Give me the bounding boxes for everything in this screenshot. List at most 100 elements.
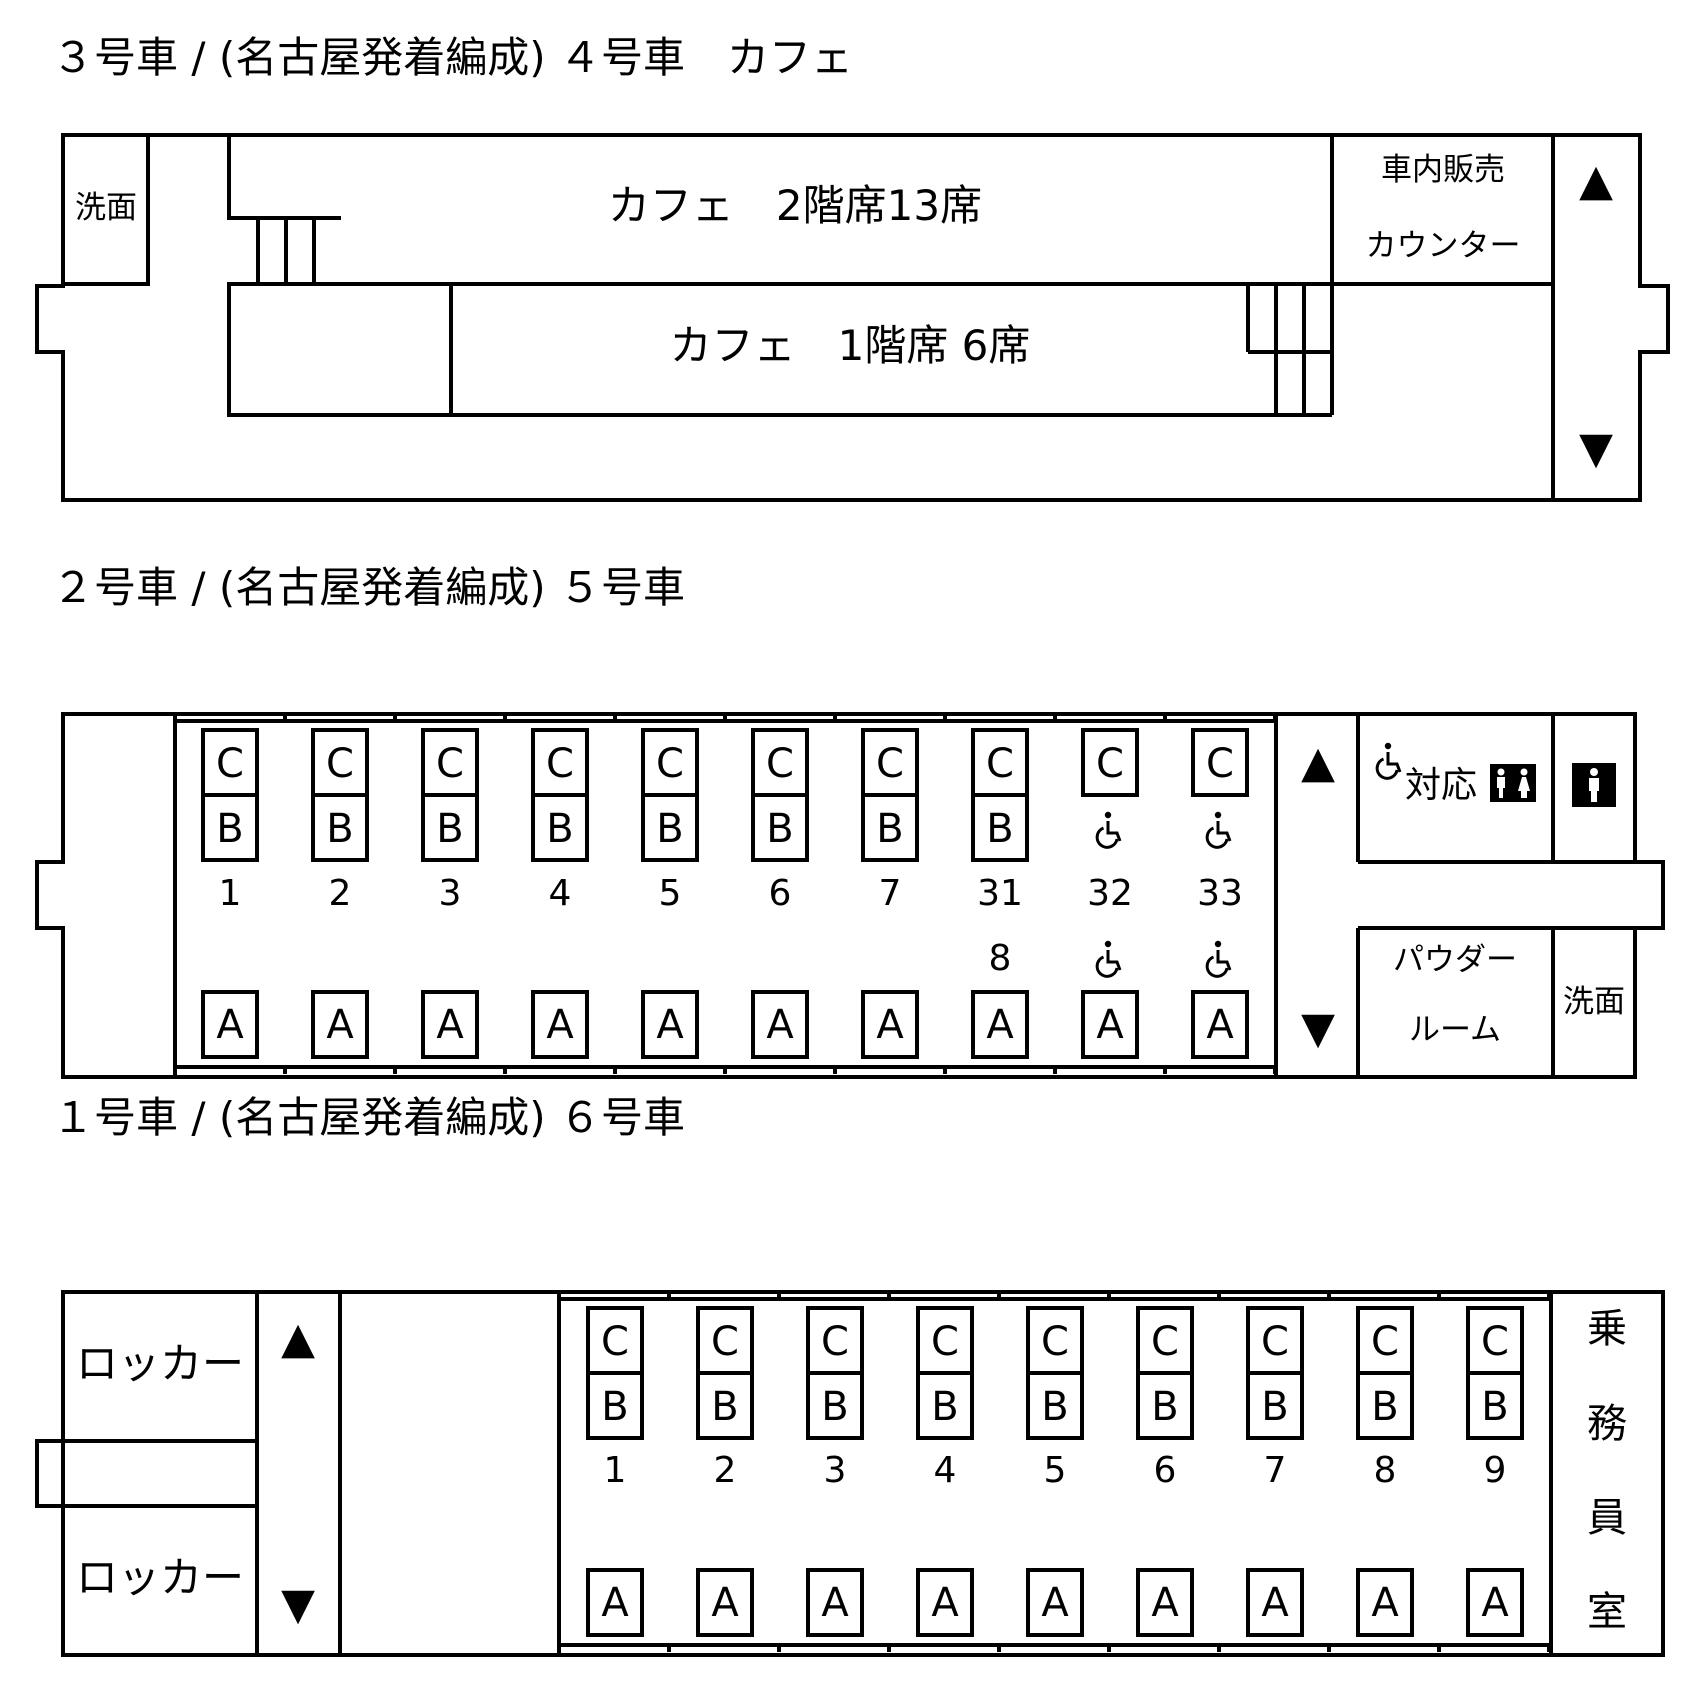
row-number: 31 <box>977 873 1023 914</box>
crew-room-label: 乗 務 員 室 <box>1587 1306 1627 1635</box>
row-number: 6 <box>1154 1450 1177 1491</box>
seat-b-label: B <box>1151 1384 1178 1430</box>
seat-a-label: A <box>931 1580 959 1626</box>
car-1-title: １号車 / (名古屋発着編成) ６号車 <box>52 1093 685 1142</box>
row-number: 2 <box>329 873 352 914</box>
seat-c-label: C <box>1206 741 1234 787</box>
seat-b <box>1246 1371 1304 1440</box>
seat-c-label: C <box>1481 1319 1509 1365</box>
seat-b-label: B <box>216 806 243 852</box>
seat-b-label: B <box>931 1384 958 1430</box>
seat-a <box>861 990 919 1059</box>
down-arrow-icon: ▼ <box>1579 423 1613 474</box>
seat-a-label: A <box>876 1002 904 1048</box>
restroom-icon <box>1490 764 1536 802</box>
seat-a <box>1191 990 1249 1059</box>
seat-a-label: A <box>216 1002 244 1048</box>
seat-a-label: A <box>1206 1002 1234 1048</box>
seat-c-label: C <box>1041 1319 1069 1365</box>
seat-a <box>586 1568 644 1637</box>
seat-c-label: C <box>216 741 244 787</box>
car-1-window-ticks <box>557 1292 1551 1652</box>
seat-c-label: C <box>1096 741 1124 787</box>
seat-row: C 33A <box>1191 728 1249 1059</box>
accessible-toilet-label: 対応 <box>1405 765 1477 806</box>
seat-a-label: A <box>436 1002 464 1048</box>
car-2-title: ２号車 / (名古屋発着編成) ５号車 <box>52 563 685 612</box>
seat-a <box>916 1568 974 1637</box>
seat-c-label: C <box>876 741 904 787</box>
wheelchair-icon <box>1205 940 1232 978</box>
row-number: 32 <box>1087 873 1133 914</box>
seat-c-label: C <box>546 741 574 787</box>
wheelchair-icon <box>1205 811 1232 849</box>
counter-label-line1: 車内販売 <box>1381 152 1505 188</box>
seat-b-label: B <box>601 1384 628 1430</box>
wheelchair-icon <box>1095 811 1122 849</box>
crew-room-char-4: 室 <box>1587 1589 1627 1635</box>
seat-row: CB 3A <box>421 728 479 1059</box>
seat-b-label: B <box>1481 1384 1508 1430</box>
seat-c <box>1081 728 1139 797</box>
row-number: 4 <box>934 1450 957 1491</box>
row-number: 5 <box>659 873 682 914</box>
seat-a-label: A <box>656 1002 684 1048</box>
down-arrow-icon: ▼ <box>281 1579 315 1630</box>
seat-b-label: B <box>1371 1384 1398 1430</box>
up-arrow-icon: ▲ <box>1301 737 1335 788</box>
seat-a <box>1466 1568 1524 1637</box>
locker-label-lower: ロッカー <box>76 1553 244 1602</box>
car-1-seating-area <box>557 1292 1553 1655</box>
row-number: 3 <box>439 873 462 914</box>
car-2-washroom-label: 洗面 <box>1563 984 1625 1020</box>
seat-b <box>1356 1371 1414 1440</box>
seat-a-label: A <box>546 1002 574 1048</box>
car-2-window-ticks <box>173 714 1277 1074</box>
seat-c-label: C <box>436 741 464 787</box>
seat-b-label: B <box>986 806 1013 852</box>
seat-b <box>806 1371 864 1440</box>
car-cafe-title: ３号車 / (名古屋発着編成) ４号車 カフェ <box>52 33 853 82</box>
row-number: 4 <box>549 873 572 914</box>
row-number: 33 <box>1197 873 1243 914</box>
seat-a <box>1356 1568 1414 1637</box>
crew-room-char-2: 務 <box>1587 1401 1627 1447</box>
seat-b-label: B <box>436 806 463 852</box>
seat-a <box>1136 1568 1194 1637</box>
car-2: CB1ACB2ACB3ACB4ACB5ACB6ACB7ACB318AC32AC3… <box>35 712 1665 1079</box>
seat-a-label: A <box>1041 1580 1069 1626</box>
row-number: 2 <box>714 1450 737 1491</box>
powder-room-label-line1: パウダー <box>1393 942 1517 978</box>
upper-deck-label: カフェ 2階席13席 <box>608 181 982 230</box>
seat-b-label: B <box>711 1384 738 1430</box>
wheelchair-icon <box>1095 940 1122 978</box>
row-number: 7 <box>1264 1450 1287 1491</box>
seat-b <box>641 793 699 862</box>
seat-b-label: B <box>766 806 793 852</box>
seat-a-label: A <box>821 1580 849 1626</box>
seat-b <box>971 793 1029 862</box>
seat-a <box>531 990 589 1059</box>
seat-c-label: C <box>1261 1319 1289 1365</box>
seat-b <box>531 793 589 862</box>
seat-c-label: C <box>711 1319 739 1365</box>
row-number: 7 <box>879 873 902 914</box>
seat-b <box>916 1371 974 1440</box>
seat-c-label: C <box>821 1319 849 1365</box>
seat-b <box>586 1371 644 1440</box>
seat-a <box>1026 1568 1084 1637</box>
wheelchair-icon <box>1375 742 1402 780</box>
seat-a <box>751 990 809 1059</box>
seat-a-label: A <box>326 1002 354 1048</box>
seat-a <box>641 990 699 1059</box>
seat-b <box>311 793 369 862</box>
mens-toilet-icon <box>1572 763 1616 807</box>
seat-a <box>201 990 259 1059</box>
